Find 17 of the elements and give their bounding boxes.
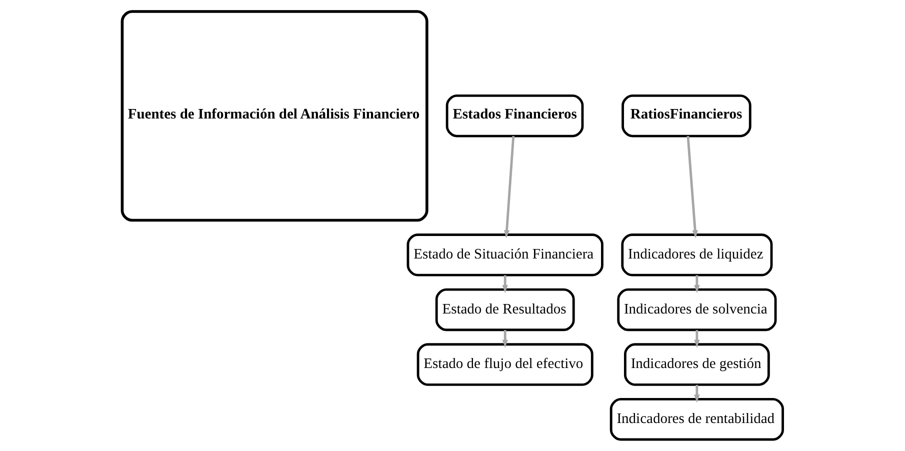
arrow	[502, 275, 508, 294]
arrow	[502, 330, 508, 348]
node-box: RatiosFinancieros	[622, 94, 752, 138]
node-box: Estado de Situación Financiera	[406, 234, 604, 276]
node-box: Estados Financieros	[446, 94, 584, 138]
arrow	[694, 275, 700, 294]
node-box: Fuentes de Información del Análisis Financiero	[120, 10, 428, 222]
node-box: Estado de Resultados	[435, 288, 575, 332]
node-box: Indicadores de gestión	[624, 343, 770, 386]
node-box: Indicadores de rentabilidad	[610, 398, 784, 441]
arrow	[686, 136, 698, 238]
arrow	[504, 136, 515, 238]
node-box: Indicadores de liquidez	[621, 234, 773, 276]
node-box: Indicadores de solvencia	[617, 288, 777, 332]
arrow	[694, 384, 700, 403]
arrow	[694, 330, 700, 348]
node-box: Estado de flujo del efectivo	[416, 343, 594, 386]
